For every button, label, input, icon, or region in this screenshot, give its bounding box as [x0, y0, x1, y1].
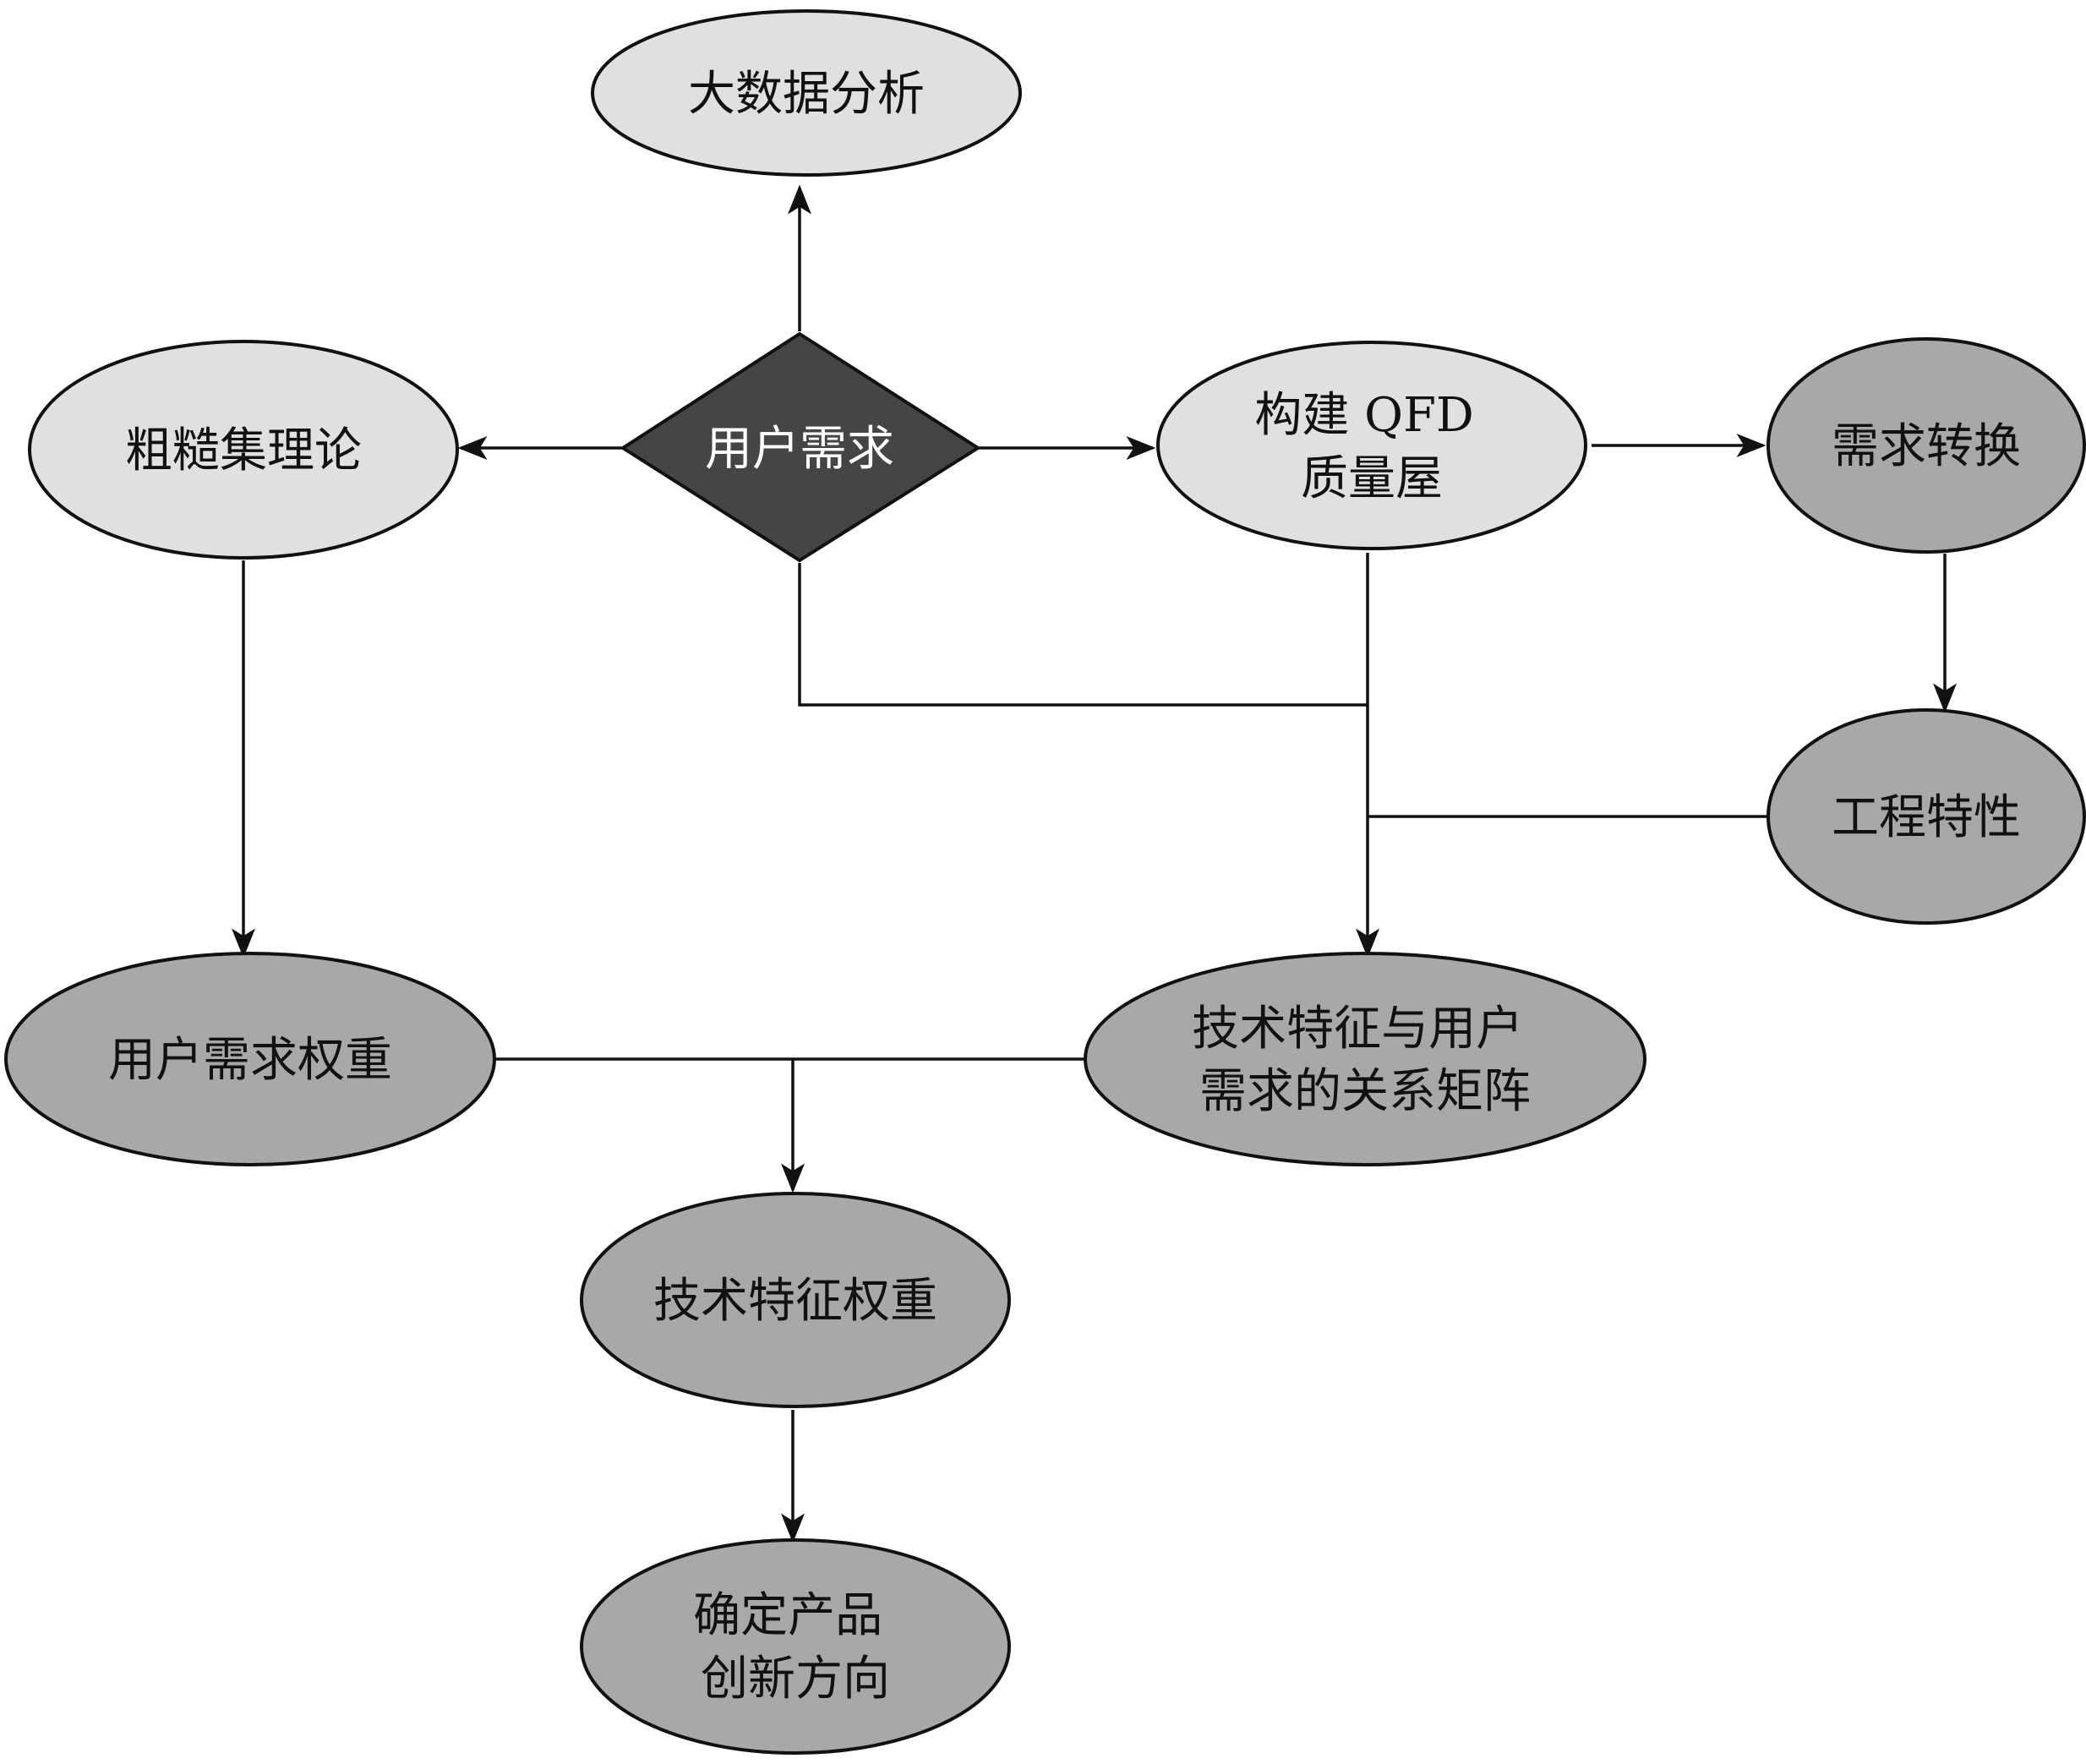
node-user-needs-label: 用户需求 — [705, 422, 894, 477]
connector-user-needs-to-trunk — [798, 563, 1368, 707]
node-user-needs-weight-shape — [4, 952, 496, 1166]
node-big-data: 大数据分析 — [591, 9, 1022, 177]
node-relation-matrix: 技术特征与用户 需求的关系矩阵 — [1084, 952, 1646, 1166]
node-needs-transform: 需求转换 — [1767, 337, 2086, 554]
node-innovation-direction: 确定产品 创新方向 — [580, 1538, 1011, 1755]
node-innovation-direction-label: 确定产品 创新方向 — [693, 1588, 898, 1707]
node-relation-matrix-shape — [1084, 952, 1646, 1166]
node-needs-transform-label: 需求转换 — [1832, 419, 2021, 474]
node-user-needs-weight: 用户需求权重 — [4, 952, 496, 1166]
node-tech-weight-shape — [580, 1192, 1011, 1408]
node-big-data-label: 大数据分析 — [688, 67, 925, 122]
node-user-needs-weight-label: 用户需求权重 — [108, 1033, 392, 1088]
connectors — [232, 184, 1957, 1543]
node-innovation-direction-shape — [580, 1538, 1011, 1755]
node-engineering-traits: 工程特性 — [1767, 708, 2086, 925]
node-engineering-traits-label: 工程特性 — [1832, 790, 2021, 845]
node-qfd-house: 构建 QFD 质量屋 — [1156, 341, 1587, 550]
node-user-needs-shape — [620, 331, 981, 563]
node-rough-set-shape — [28, 340, 459, 560]
node-user-needs: 用户需求 — [620, 331, 981, 563]
node-relation-matrix-label: 技术特征与用户 需求的关系矩阵 — [1192, 1002, 1538, 1119]
node-qfd-house-label: 构建 QFD 质量屋 — [1254, 388, 1488, 506]
node-tech-weight: 技术特征权重 — [580, 1192, 1011, 1408]
node-big-data-shape — [591, 9, 1022, 177]
node-engineering-traits-shape — [1767, 708, 2086, 925]
node-qfd-house-shape — [1156, 341, 1587, 550]
node-rough-set-label: 粗糙集理论 — [125, 423, 362, 478]
node-needs-transform-shape — [1767, 337, 2086, 554]
node-tech-weight-label: 技术特征权重 — [653, 1274, 937, 1329]
node-rough-set: 粗糙集理论 — [28, 340, 459, 560]
